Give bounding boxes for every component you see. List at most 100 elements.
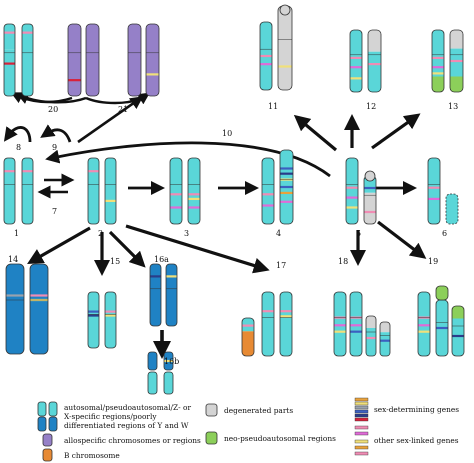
chromosomes-layer: [3, 4, 465, 395]
chrom-20-a: [3, 23, 16, 97]
legend-degenerated-text: degenerated parts: [224, 406, 293, 415]
chrom-21-c: [127, 23, 142, 97]
chrom-6-b: [445, 193, 459, 225]
chrom-19-d: [435, 285, 449, 301]
chrom-19-b: [435, 299, 449, 357]
legend-swatch-bchrom: [42, 448, 53, 462]
label-n16a: 16a: [154, 255, 169, 264]
arrows-layer: [3, 92, 427, 359]
chrom-12-a: [349, 29, 363, 93]
label-n8: 8: [16, 143, 21, 152]
legend-neo-text: neo-pseudoautosomal regions: [224, 434, 336, 443]
label-n11: 11: [268, 102, 278, 111]
legend-swatch-sexdet: [354, 397, 369, 422]
chrom-14-b: [29, 263, 49, 355]
arrow-5-13: [371, 113, 421, 150]
arrow-to-21: [77, 96, 144, 144]
label-n3: 3: [184, 229, 189, 238]
arrow-2-17: [125, 224, 270, 274]
chrom-17-b: [261, 291, 275, 357]
label-n2: 2: [98, 229, 103, 238]
label-n21: 21: [118, 105, 128, 114]
chrom-18-b: [349, 291, 363, 357]
chrom-21-a: [67, 23, 82, 97]
label-n16b: 16b: [164, 357, 179, 366]
chrom-17-c: [279, 291, 293, 357]
label-n4: 4: [276, 229, 281, 238]
legend-swatch-diff-1: [37, 416, 47, 432]
arrow-5-19: [377, 220, 427, 259]
chrom-11-a: [259, 21, 273, 91]
chrom-5-b-head: [364, 170, 376, 182]
label-n13: 13: [448, 102, 458, 111]
legend-swatch-diff-2: [48, 416, 58, 432]
chrom-11-b-head: [279, 4, 291, 16]
chrom-16a-a: [149, 263, 162, 327]
arrow-2-14: [27, 226, 91, 264]
chrom-5-a: [345, 157, 359, 225]
chrom-4-b: [279, 149, 294, 225]
legend-swatch-allospecific: [42, 433, 53, 447]
chrom-16b-d: [163, 371, 174, 395]
legend-sexdet-text: sex-determining genes: [374, 405, 459, 414]
legend-swatch-degenerated: [205, 403, 218, 417]
legend-allospecific-text: allospecific chromosomes or regions: [64, 436, 201, 445]
legend-autosomal-line3: differentiated regions of Y and W: [64, 421, 189, 430]
arrow-5-11: [293, 114, 338, 152]
label-n5: 5: [356, 229, 361, 238]
chrom-3-a: [169, 157, 183, 225]
legend-swatch-othersex: [354, 425, 369, 456]
chrom-11-b: [277, 5, 293, 91]
chrom-13-b: [449, 29, 464, 93]
label-n15: 15: [110, 257, 120, 266]
chrom-16b-b: [147, 371, 158, 395]
arrow-10: [45, 141, 331, 178]
label-n18: 18: [338, 257, 348, 266]
legend-bchrom-text: B chromosome: [64, 451, 120, 460]
legend-othersex-text: other sex-linked genes: [374, 436, 459, 445]
chrom-16b-a: [147, 351, 158, 371]
chrom-19-a: [417, 291, 431, 357]
chrom-2-b: [104, 157, 117, 225]
chrom-1-a: [3, 157, 16, 225]
chrom-17-a: [241, 317, 255, 357]
legend: autosomal/pseudoautosomal/Z- orX-specifi…: [37, 397, 459, 462]
label-n19: 19: [428, 257, 438, 266]
chrom-13-a: [431, 29, 445, 93]
arrow-8: [3, 126, 32, 143]
chrom-6-a: [427, 157, 441, 225]
arrow-2-16a: [108, 230, 146, 268]
label-n10: 10: [222, 129, 232, 138]
legend-swatch-neo: [205, 431, 218, 445]
label-n1: 1: [14, 229, 19, 238]
legend-swatch-autosomal-2: [48, 401, 58, 417]
chrom-21-b: [85, 23, 100, 97]
chrom-2-a: [87, 157, 100, 225]
label-n6: 6: [442, 229, 447, 238]
chrom-18-a: [333, 291, 347, 357]
chrom-15-a: [87, 291, 100, 349]
label-n9: 9: [52, 143, 57, 152]
chrom-19-c: [451, 305, 465, 357]
arrow-9: [40, 124, 72, 143]
chrom-1-b: [21, 157, 34, 225]
chrom-18-c: [365, 315, 377, 357]
label-n14: 14: [8, 255, 18, 264]
chrom-20-b: [21, 23, 34, 97]
chrom-15-b: [104, 291, 117, 349]
chrom-18-d: [379, 321, 391, 357]
chrom-16b-c: [163, 351, 174, 371]
label-n7: 7: [52, 207, 57, 216]
arrow-21-b: [16, 92, 87, 104]
legend-swatch-autosomal-1: [37, 401, 47, 417]
label-n17: 17: [276, 261, 286, 270]
chrom-5-b: [363, 175, 377, 225]
label-n20: 20: [48, 105, 58, 114]
chrom-12-b: [367, 29, 382, 93]
legend-autosomal-line2: X-specific regions/poorly: [64, 412, 157, 421]
chrom-3-b: [187, 157, 201, 225]
chrom-21-d: [145, 23, 160, 97]
label-n12: 12: [366, 102, 376, 111]
